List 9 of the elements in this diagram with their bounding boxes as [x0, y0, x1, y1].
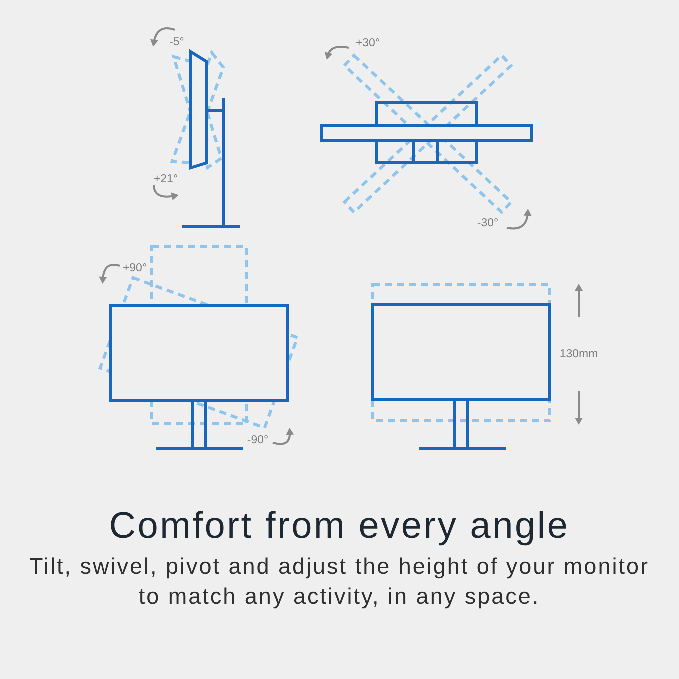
angle-label: +30°	[356, 38, 380, 50]
angle-label: +21°	[154, 174, 178, 186]
angle-label: -90°	[247, 435, 269, 447]
angle-label: -30°	[477, 218, 499, 230]
angle-label: -5°	[170, 37, 184, 49]
caption: Tilt, swivel, pivot and adjust the height of your monitor to match any activity, in any space.	[28, 553, 650, 611]
dimension-label: 130mm	[560, 349, 598, 361]
title: Comfort from every angle	[109, 504, 570, 548]
angle-label: +90°	[122, 263, 148, 275]
